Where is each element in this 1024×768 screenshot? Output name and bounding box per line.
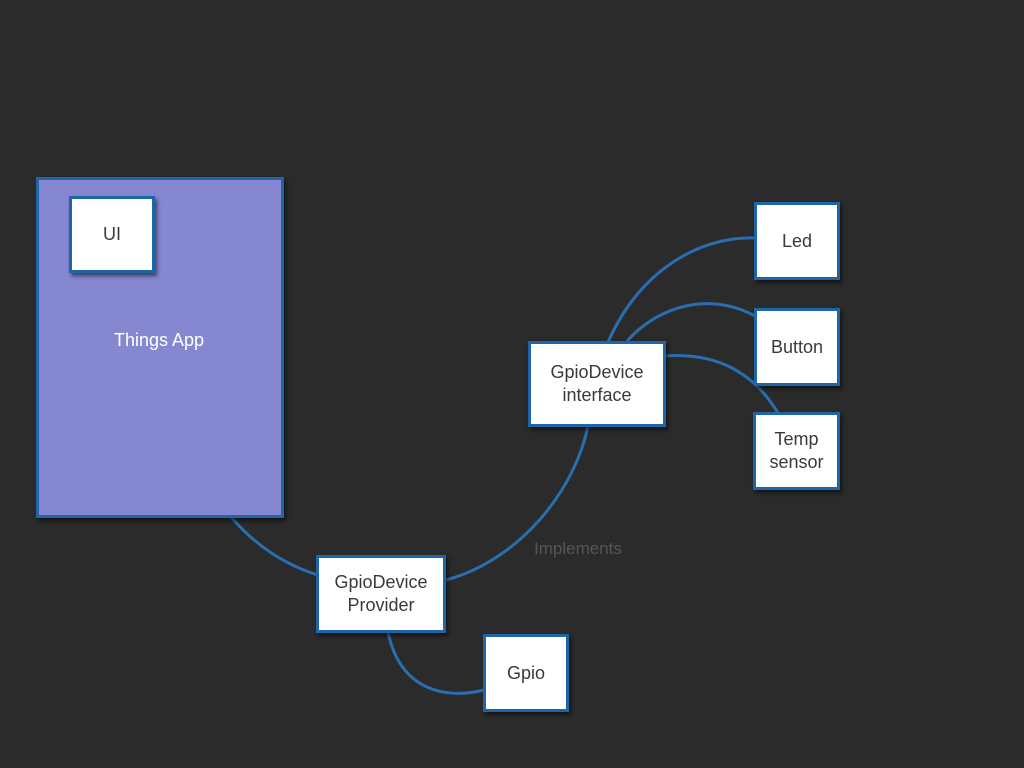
- edge-provider-to-gpio: [386, 630, 486, 695]
- edge-interface-to-led: [606, 236, 757, 344]
- button-node: Button: [754, 308, 840, 386]
- gpio-device-provider-node: GpioDevice Provider: [316, 555, 446, 633]
- gpio-node: Gpio: [483, 634, 569, 712]
- edge-interface-to-button: [626, 302, 757, 342]
- things-app-label: Things App: [113, 330, 205, 350]
- implements-label: Implements: [534, 539, 622, 558]
- led-node: Led: [754, 202, 840, 280]
- edge-interface-to-temp-sensor: [662, 354, 780, 415]
- temp-sensor-node: Temp sensor: [753, 412, 840, 490]
- edge-things-app-to-provider: [230, 516, 320, 577]
- gpio-device-interface-node: GpioDevice interface: [528, 341, 666, 427]
- ui-node: UI: [69, 196, 155, 273]
- edge-provider-to-interface: [444, 424, 590, 582]
